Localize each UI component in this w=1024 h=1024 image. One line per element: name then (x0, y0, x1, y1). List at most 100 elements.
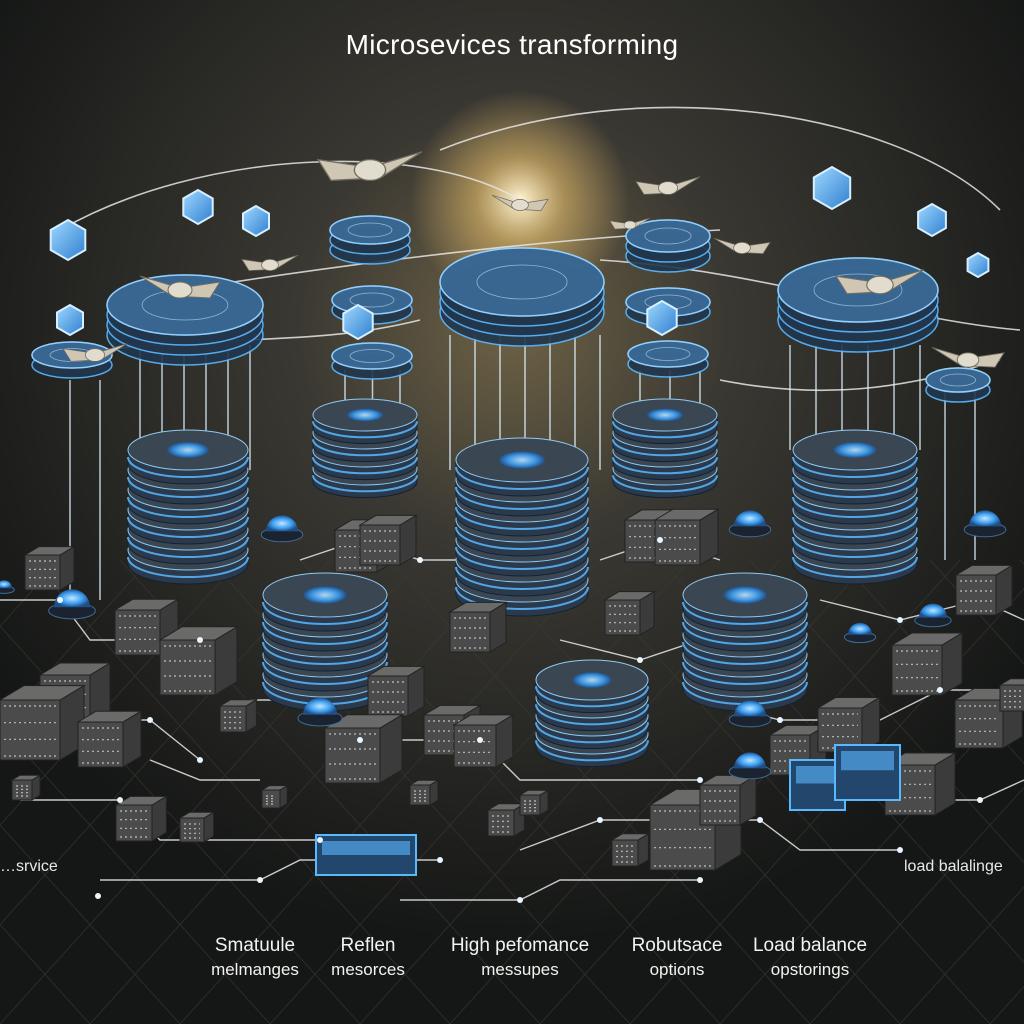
caption-3-line2: messupes (481, 959, 559, 979)
drone-icon (139, 275, 221, 299)
glowing-dome-icon (0, 580, 15, 594)
database-stack-icon (682, 572, 808, 712)
hexagon-nodes (49, 165, 990, 341)
floating-platform (625, 219, 711, 273)
server-cube-icon (10, 774, 42, 801)
junction-dot (317, 837, 323, 843)
drone-icon (491, 194, 549, 211)
junction-dot (477, 737, 483, 743)
junction-dot (697, 877, 703, 883)
junction-dot (937, 687, 943, 693)
junction-dot (57, 597, 63, 603)
server-cubes (0, 508, 1024, 876)
server-cube-icon (653, 508, 720, 566)
server-cube-icon (158, 625, 239, 696)
database-stacks (127, 398, 918, 768)
database-stack-icon (312, 398, 418, 499)
hexagon-node-icon (342, 303, 374, 341)
hexagon-node-icon (917, 202, 947, 238)
junction-dot (517, 897, 523, 903)
caption-4: Robutsace options (622, 935, 732, 980)
caption-2-line1: Reflen (340, 935, 396, 956)
junction-dot (777, 717, 783, 723)
edge-label-right: load balalinge (904, 858, 1003, 875)
floating-platforms (31, 215, 991, 403)
database-stack-icon (262, 572, 388, 712)
server-cube-icon (366, 665, 426, 717)
junction-dot (437, 857, 443, 863)
caption-2: Reflen mesorces (318, 935, 418, 980)
hexagon-node-icon (56, 303, 84, 337)
caption-3: High pefomance messupes (440, 935, 600, 980)
floating-platform (331, 342, 413, 380)
junction-dot (117, 797, 123, 803)
server-cube-icon (260, 784, 290, 809)
database-stack-icon (455, 437, 589, 617)
server-cube-icon (698, 774, 758, 826)
caption-5-line2: opstorings (770, 959, 850, 979)
glowing-dome-icon (48, 589, 96, 620)
caption-2-line2: mesorces (331, 959, 405, 979)
junction-dot (197, 637, 203, 643)
junction-dot (147, 717, 153, 723)
server-cube-icon (890, 632, 964, 696)
hexagon-node-icon (242, 204, 270, 238)
server-cube-icon (486, 802, 527, 837)
drone-icon (635, 176, 701, 195)
junction-dot (977, 797, 983, 803)
server-cube-icon (610, 832, 651, 867)
caption-5: Load balance opstorings (740, 935, 880, 980)
server-cube-icon (358, 514, 418, 566)
server-cube-icon (76, 710, 143, 768)
database-stack-icon (792, 429, 918, 585)
junction-dot (417, 557, 423, 563)
floating-platform (925, 367, 991, 403)
edge-label-left: …srvice (0, 858, 58, 875)
server-cube-icon (518, 789, 550, 816)
hexagon-node-icon (646, 299, 678, 337)
highlighted-server-icon (834, 744, 901, 801)
junction-dot (697, 777, 703, 783)
server-cube-icon (408, 779, 440, 806)
hexagon-node-icon (966, 251, 990, 279)
server-cube-icon (0, 684, 86, 761)
junction-dot (597, 817, 603, 823)
server-cube-icon (23, 545, 76, 591)
hexagon-node-icon (49, 218, 87, 262)
server-cube-icon (218, 698, 259, 733)
caption-1: Smatuule melmanges (200, 935, 310, 980)
server-cube-icon (452, 714, 515, 768)
glowing-dome-icon (728, 700, 772, 728)
caption-1-line2: melmanges (211, 959, 299, 979)
junction-dot (897, 847, 903, 853)
drone-icon (834, 269, 925, 295)
server-cube-icon (998, 678, 1024, 712)
floating-platform (439, 247, 605, 347)
glowing-dome-icon (297, 697, 343, 727)
drone-icon (241, 254, 299, 271)
glowing-dome-icon (963, 510, 1007, 538)
database-stack-icon (127, 429, 249, 585)
junction-dot (657, 537, 663, 543)
server-cube-icon (448, 601, 508, 653)
drone-icon (316, 151, 423, 182)
glowing-dome-icon (914, 603, 952, 628)
glowing-dome-icon (728, 510, 772, 538)
junction-dot (257, 877, 263, 883)
caption-4-line1: Robutsace (631, 935, 723, 956)
highlighted-server-icon (315, 834, 417, 876)
junction-dot (897, 617, 903, 623)
page-title: Microsevices transforming (345, 29, 679, 60)
junction-dot (197, 757, 203, 763)
junction-dot (757, 817, 763, 823)
glowing-dome-icon (728, 752, 772, 780)
server-cube-icon (603, 590, 656, 636)
caption-4-line2: options (649, 959, 705, 979)
server-cube-icon (323, 713, 404, 784)
glowing-dome-icon (843, 622, 877, 644)
glowing-domes (0, 510, 1007, 780)
junction-dots (57, 537, 983, 903)
junction-dot (95, 893, 101, 899)
hexagon-node-icon (812, 165, 852, 211)
server-cube-icon (178, 811, 216, 843)
